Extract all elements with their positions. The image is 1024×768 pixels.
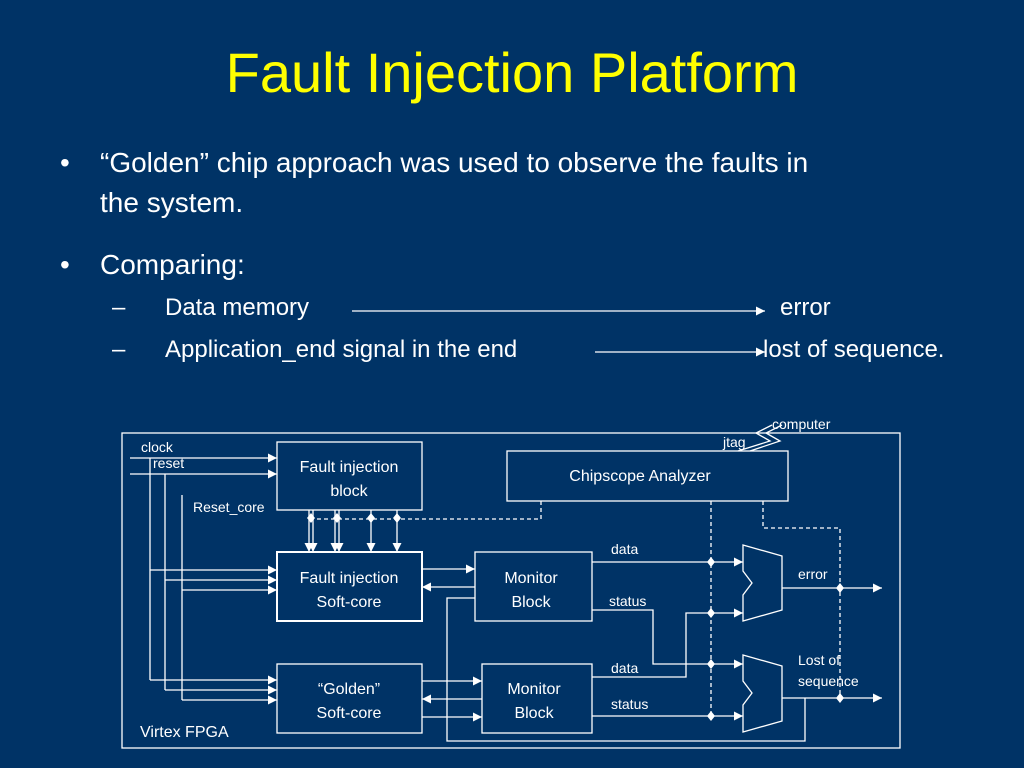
error-label: error [798,566,828,582]
monitor-top-label-2: Block [511,594,551,611]
junction-dots [307,513,844,721]
monitor-bottom-label-1: Monitor [507,681,561,698]
fault-softcore-label-2: Soft-core [317,594,382,611]
comparator-lost-sequence [742,654,783,733]
bullet-text-line-2: the system. [100,187,244,218]
sub-marker-1: – [112,294,126,321]
golden-softcore-label-1: “Golden” [318,681,380,698]
data-label-top: data [611,541,638,557]
slide-title: Fault Injection Platform [225,41,799,104]
reset-label: reset [153,455,184,471]
sub-marker-2: – [112,336,126,363]
comparator-error [742,544,783,622]
reset-core-label: Reset_core [193,499,265,515]
clock-label: clock [141,439,174,455]
monitor-block-bottom [481,663,593,734]
sub-item-data-memory: Data memory [165,294,310,321]
bullet-marker: • [60,147,70,178]
sub-item-lost-sequence-result: lost of sequence. [763,336,945,363]
computer-label: computer [772,416,831,432]
monitor-bottom-label-2: Block [514,705,554,722]
bullet-text-line-1: “Golden” chip approach was used to obser… [100,147,809,178]
bullet-text: Comparing: [100,249,245,280]
status-label-top: status [609,593,646,609]
lost-label-2: sequence [798,673,859,689]
chipscope-label: Chipscope Analyzer [569,468,711,485]
golden-softcore-label-2: Soft-core [317,705,382,722]
fault-block-label-1: Fault injection [300,459,399,476]
monitor-top-label-1: Monitor [504,570,558,587]
fault-injection-block [276,441,423,511]
fault-block-label-2: block [330,483,368,500]
golden-softcore-block [276,663,423,734]
jtag-label: jtag [722,434,746,450]
lost-label-1: Lost of [798,652,840,668]
sub-item-error-result: error [780,294,831,321]
chipscope-analyzer-block [506,450,789,502]
sub-item-application-end: Application_end signal in the end [165,336,518,363]
fault-softcore-label-1: Fault injection [300,570,399,587]
data-label-bottom: data [611,660,638,676]
fpga-boundary [121,432,901,749]
bullet-marker: • [60,249,70,280]
status-label-bottom: status [611,696,648,712]
fpga-label: Virtex FPGA [140,724,229,741]
